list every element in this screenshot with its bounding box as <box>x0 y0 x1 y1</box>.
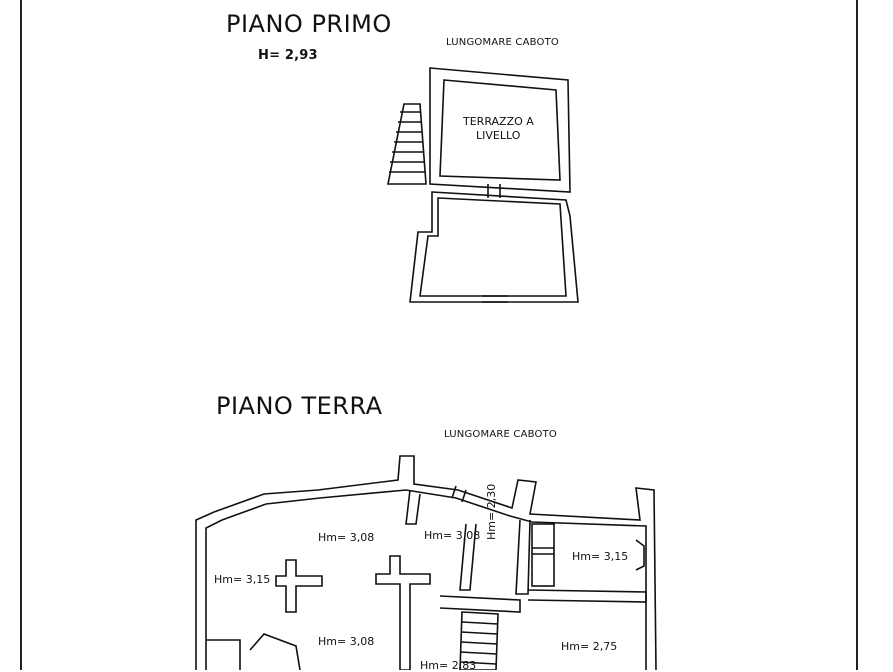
wall-segment-mid <box>459 523 477 591</box>
first-floor-height: H= 2,93 <box>258 48 318 63</box>
wall-segment-top <box>405 489 421 525</box>
terrace-inner-wall <box>439 79 561 181</box>
ground-floor-street-label: LUNGOMARE CABOTO <box>444 429 557 440</box>
height-room-left: Hm= 3,15 <box>214 573 271 586</box>
ground-floor-inner-wall <box>205 489 647 670</box>
terrace-outer-wall <box>429 67 571 193</box>
height-room-right-top: Hm= 3,15 <box>572 550 629 563</box>
wall-horizontal-right <box>527 589 647 603</box>
height-room-center-right: Hm= 3,08 <box>424 529 481 542</box>
first-floor-title: PIANO PRIMO <box>226 10 392 38</box>
right-border-line <box>856 0 858 670</box>
door-right-wall <box>635 539 645 571</box>
ground-floor-title: PIANO TERRA <box>216 392 383 420</box>
terrace-label: TERRAZZO A <box>463 115 534 128</box>
small-room-door-swing <box>249 633 301 670</box>
wall-segment-right <box>515 519 531 595</box>
height-room-right-bottom: Hm= 2,75 <box>561 640 618 653</box>
left-border-line <box>20 0 22 670</box>
small-room-bottom-left <box>206 639 241 670</box>
first-floor-street-label: LUNGOMARE CABOTO <box>446 37 559 48</box>
ground-floor-stair <box>459 611 499 670</box>
partition-cross-center <box>375 555 431 670</box>
closet-right <box>531 523 555 587</box>
height-room-center-top: Hm= 3,08 <box>318 531 375 544</box>
partition-cross-left <box>275 559 323 613</box>
height-room-center-bottom: Hm= 3,08 <box>318 635 375 648</box>
ground-floor-outer-wall <box>195 455 657 670</box>
wall-horizontal-center <box>439 595 521 613</box>
first-floor-room-inner <box>419 197 567 297</box>
first-floor-stair <box>387 103 427 185</box>
terrace-label-2: LIVELLO <box>476 129 521 142</box>
height-room-bottom-partial: Hm= 2,83 <box>420 659 477 672</box>
